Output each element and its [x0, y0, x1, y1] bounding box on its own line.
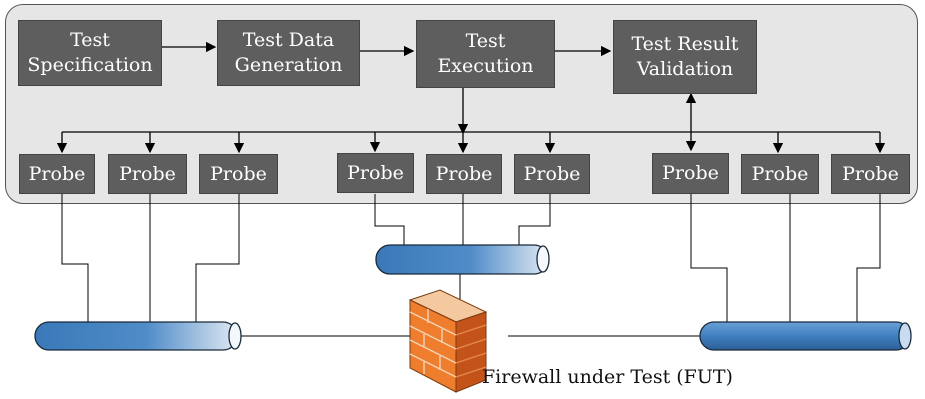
probe-5: Probe: [426, 154, 502, 194]
network-wiring: [61, 194, 881, 337]
pipeline-arrows: [162, 41, 612, 57]
probe-8: Probe: [741, 154, 819, 194]
test-specification-box: Test Specification: [18, 20, 162, 86]
network-segment-right: [699, 321, 912, 351]
firewall-label: Firewall under Test (FUT): [482, 366, 733, 388]
probe-7: Probe: [652, 153, 729, 194]
probe-1: Probe: [19, 154, 95, 194]
probe-6: Probe: [514, 154, 590, 194]
test-result-validation-box: Test Result Validation: [613, 20, 757, 94]
probe-2: Probe: [108, 154, 187, 194]
probe-4: Probe: [337, 153, 414, 193]
test-execution-box: Test Execution: [416, 20, 555, 88]
network-segment-middle: [375, 244, 550, 275]
probe-3: Probe: [199, 154, 278, 194]
firewall-icon: [408, 289, 488, 393]
network-segment-left: [34, 321, 242, 351]
test-data-generation-box: Test Data Generation: [217, 20, 360, 86]
probe-distribution-bus: [56, 88, 886, 154]
probe-9: Probe: [831, 154, 910, 194]
